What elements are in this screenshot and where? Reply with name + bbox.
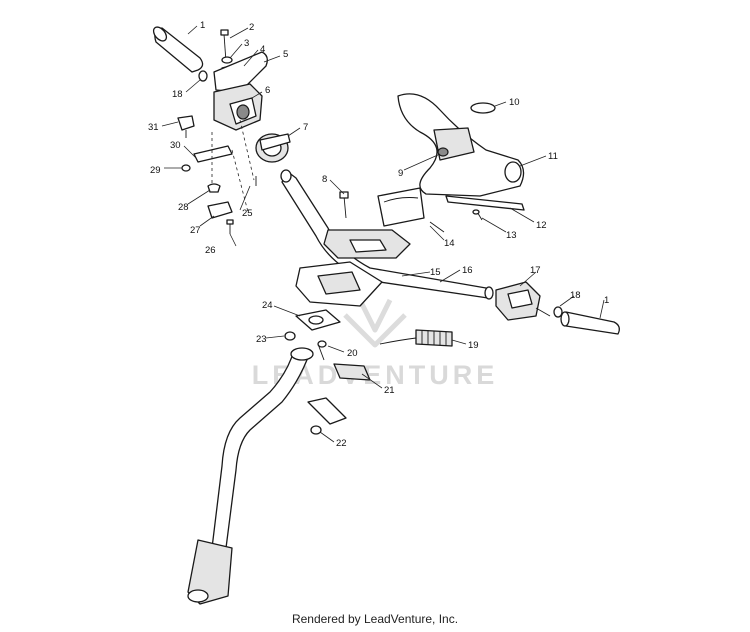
steering-post [187, 347, 314, 605]
handlebar-pad-11 [397, 93, 525, 197]
callout-26: 26 [205, 245, 216, 256]
callout-15: 15 [430, 267, 441, 278]
bolt-8 [339, 191, 349, 219]
callout-30: 30 [170, 140, 181, 151]
callout-20: 20 [347, 348, 358, 359]
callout-29: 29 [150, 165, 161, 176]
callout-9: 9 [398, 168, 403, 179]
grip-right-1 [560, 311, 620, 335]
callout-1-right: 1 [604, 295, 609, 306]
callout-4: 4 [260, 44, 265, 55]
bracket-14 [377, 187, 445, 233]
callout-13: 13 [506, 230, 517, 241]
callout-25: 25 [242, 208, 253, 219]
leader-lines [161, 25, 605, 443]
callout-17: 17 [530, 265, 541, 276]
ring-18-left [198, 70, 208, 82]
callout-10: 10 [509, 97, 520, 108]
strap-12 [445, 195, 525, 211]
callout-22: 22 [336, 438, 347, 449]
bearing-plate-24 [295, 309, 341, 331]
cover-5 [213, 51, 268, 93]
cable-clip-31 [177, 115, 195, 138]
callout-1-top: 1 [200, 20, 205, 31]
pad-insert-9 [437, 147, 449, 157]
callout-3: 3 [244, 38, 249, 49]
clip-28 [207, 183, 221, 193]
callout-labels: 1 2 3 4 5 18 6 7 31 30 29 28 27 26 25 8 … [148, 20, 609, 449]
callout-19: 19 [468, 340, 479, 351]
callout-11: 11 [548, 151, 558, 162]
callout-28: 28 [178, 202, 189, 213]
brake-lever-7 [255, 133, 291, 163]
bolt-20 [317, 340, 327, 361]
callout-16: 16 [462, 265, 473, 276]
bearing-block-21 [333, 363, 371, 381]
switch-housing-17 [495, 281, 551, 321]
nut-22 [310, 425, 322, 435]
nut-29 [181, 164, 191, 172]
callout-27: 27 [190, 225, 201, 236]
mounting-plate-30 [193, 119, 255, 213]
render-credit: Rendered by LeadVenture, Inc. [291, 612, 459, 626]
callout-18-right: 18 [570, 290, 581, 301]
clamp-upper-15 [323, 229, 411, 259]
decal-10 [470, 102, 496, 114]
spring-19 [379, 329, 453, 347]
callout-18-left: 18 [172, 89, 183, 100]
callout-14: 14 [444, 238, 455, 249]
bushing [307, 397, 347, 425]
callout-6: 6 [265, 85, 270, 96]
callout-8: 8 [322, 174, 327, 185]
clamp-lower [295, 261, 383, 307]
screw-26 [226, 219, 234, 234]
callout-2: 2 [249, 22, 254, 33]
callout-24: 24 [262, 300, 273, 311]
callout-23: 23 [256, 334, 267, 345]
washer-3 [221, 56, 233, 64]
nut-23 [284, 331, 296, 341]
callout-7: 7 [303, 122, 308, 133]
callout-12: 12 [536, 220, 547, 231]
callout-21: 21 [384, 385, 395, 396]
grip-left [152, 26, 204, 73]
callout-5: 5 [283, 49, 288, 60]
pin-13 [472, 209, 483, 221]
throttle-housing-6 [213, 83, 263, 131]
plate-27 [207, 201, 233, 219]
ring-18-right [553, 306, 563, 318]
callout-31: 31 [148, 122, 159, 133]
